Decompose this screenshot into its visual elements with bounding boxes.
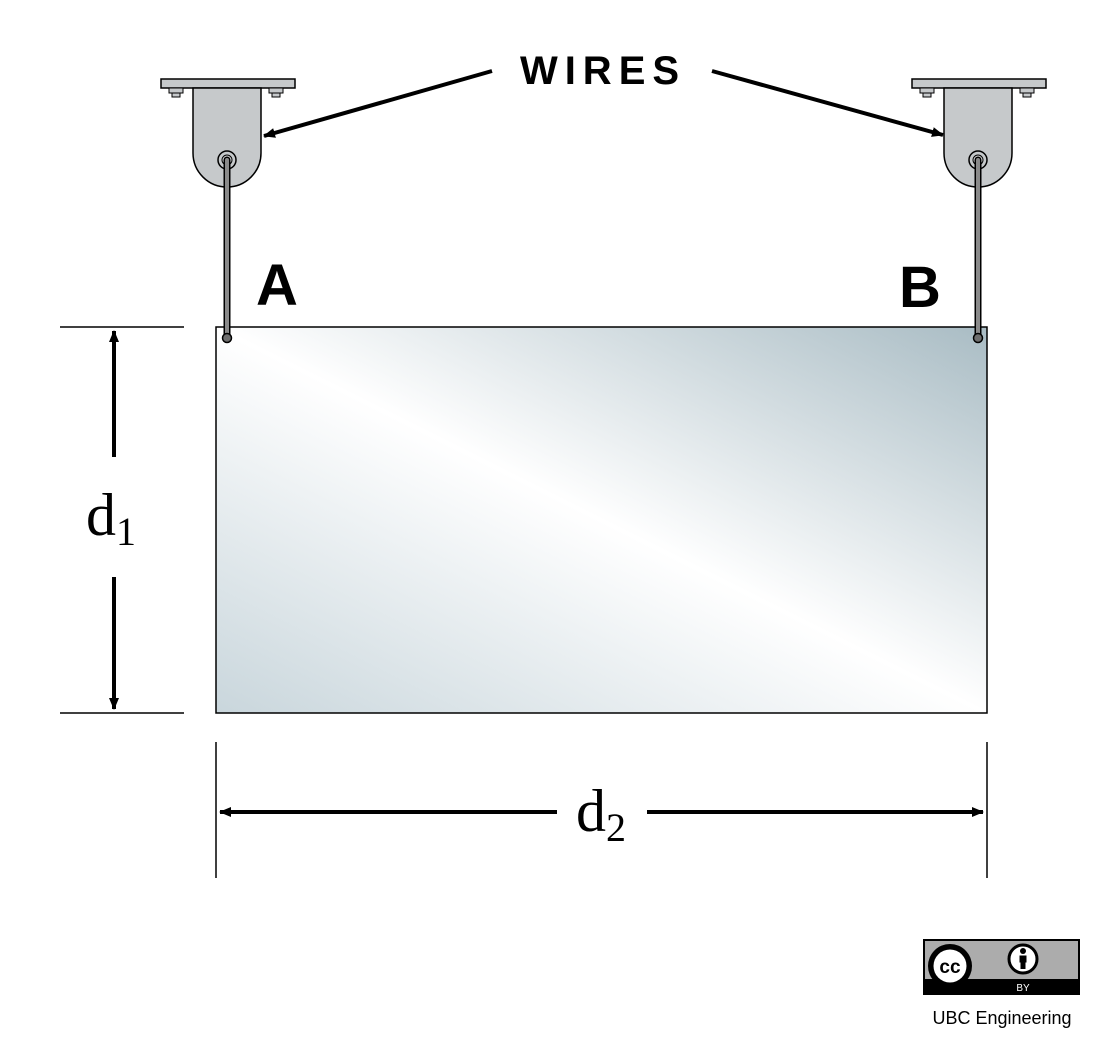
ceiling-bracket-icon — [911, 78, 1047, 188]
cc-by-license-badge[interactable]: cc BY — [923, 939, 1080, 995]
width-label-base: d — [576, 778, 606, 844]
wire-left — [221, 156, 233, 344]
height-dimension: d1 — [60, 326, 184, 714]
wire-right — [972, 156, 984, 344]
wires-pointer-left — [263, 69, 493, 138]
wires-label: WIRES — [520, 49, 686, 93]
height-label-d1: d1 — [86, 482, 136, 554]
point-b-label: B — [899, 255, 941, 320]
cc-icon: cc — [928, 944, 972, 988]
width-label-subscript: 2 — [606, 805, 626, 850]
wires-pointer-right — [711, 69, 944, 137]
cc-mark-text: cc — [939, 957, 961, 978]
width-dimension: d2 — [215, 742, 988, 878]
attribution-person-icon — [1007, 943, 1039, 975]
height-label-base: d — [86, 482, 116, 548]
hanging-plate — [215, 326, 988, 714]
credit-text: UBC Engineering — [932, 1008, 1071, 1028]
width-label-d2: d2 — [576, 778, 626, 850]
height-label-subscript: 1 — [116, 509, 136, 554]
by-text: BY — [1016, 983, 1030, 994]
point-a-label: A — [256, 253, 298, 318]
ceiling-bracket-right — [911, 78, 1047, 188]
